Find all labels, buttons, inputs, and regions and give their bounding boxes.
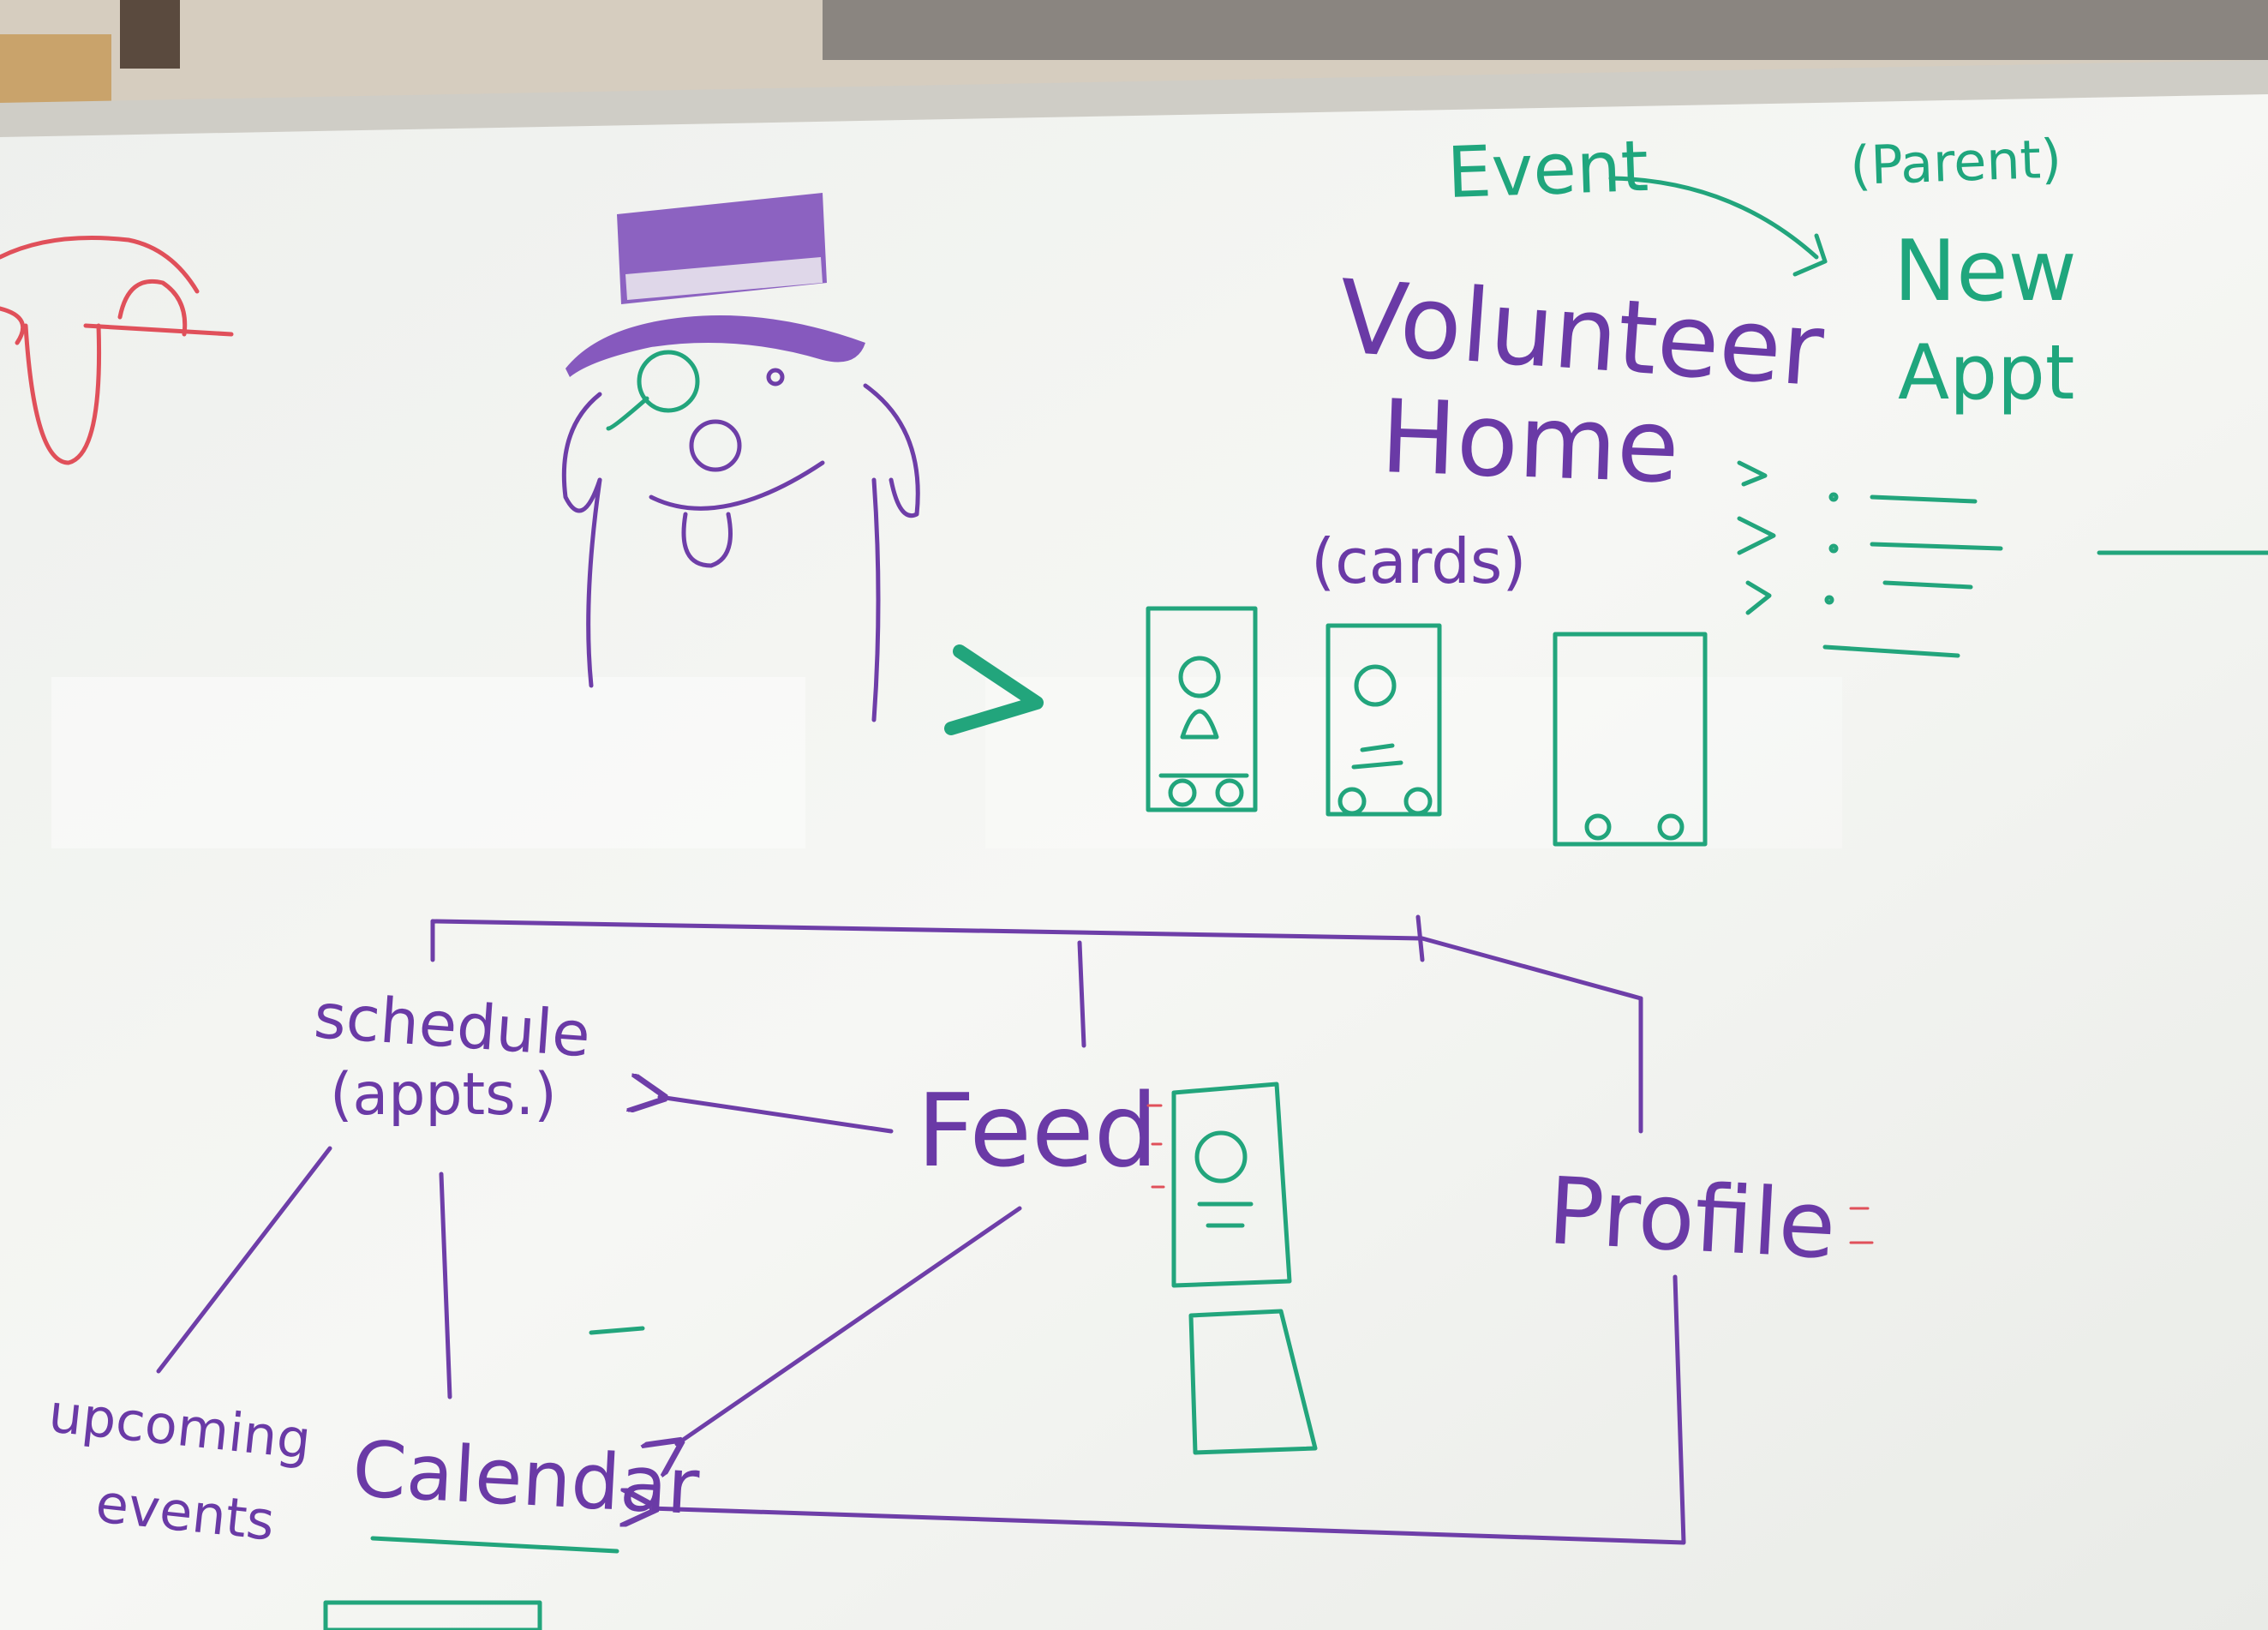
glare-2: [985, 677, 1842, 848]
label-feed: Feed: [917, 1071, 1158, 1190]
monocle-icon: [637, 350, 700, 413]
label-event: Event: [1445, 126, 1649, 214]
card-sketch-2: [1325, 623, 1442, 817]
arrow-profile-to-calendar: [651, 1274, 1686, 1545]
nav-tree-lines: [430, 914, 1643, 1134]
label-home: Home: [1379, 377, 1681, 506]
line-schedule-to-calendar: [439, 1172, 452, 1399]
ceiling-beam-1: [120, 0, 180, 69]
label-appts: (appts.): [330, 1061, 557, 1129]
label-cards: (cards): [1311, 525, 1526, 597]
arrow-feed-to-schedule: [660, 1097, 894, 1134]
label-calendar: Calendar: [350, 1424, 702, 1532]
arrow-event-to-new: [1608, 176, 1819, 260]
wall-corner: [0, 34, 111, 111]
card-sketch-1: [1146, 606, 1258, 812]
ceiling-band: [823, 0, 2268, 60]
calendar-underline: [370, 1536, 619, 1554]
green-sticky-edge: [323, 1600, 542, 1630]
label-profile: Profile: [1546, 1158, 1839, 1279]
card-arrow-icon: [944, 644, 1044, 735]
mascot-dog-drawing: [561, 193, 920, 722]
arrow-feed-to-calendar: [677, 1206, 1022, 1444]
board-surface: [0, 94, 2268, 1630]
line-schedule-to-upcoming: [156, 1146, 332, 1374]
red-doodle: [0, 236, 234, 465]
red-marks: [1146, 1104, 1874, 1244]
list-sketch: [1737, 460, 2268, 658]
label-appt: Appt: [1898, 328, 2074, 416]
label-new: New: [1894, 223, 2077, 321]
card-sketch-3: [1553, 632, 1708, 847]
label-parent: (Parent): [1849, 127, 2062, 197]
glare-1: [51, 677, 805, 848]
feed-card-sketch: [589, 1082, 1318, 1455]
